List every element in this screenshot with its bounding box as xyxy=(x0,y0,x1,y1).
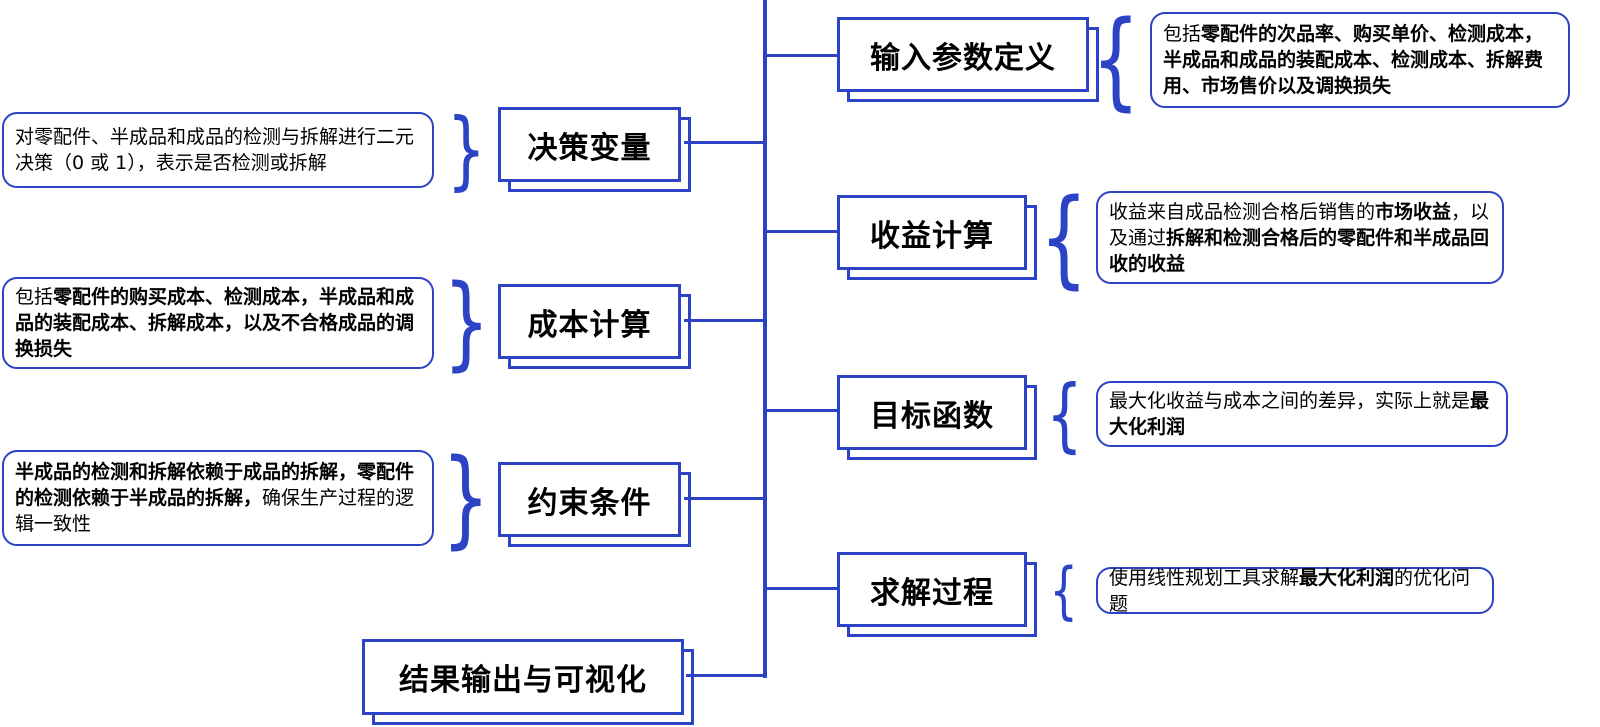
text-segment: 拆解和检测合格后的零配件和半成品回收的收益 xyxy=(1109,226,1490,275)
curly-brace-icon: } xyxy=(442,445,491,551)
text-segment: 零配件的次品率、购买单价、检测成本，半成品和成品的装配成本、检测成本、拆解费用、… xyxy=(1163,23,1544,97)
branch-connector xyxy=(684,497,764,500)
description-cost-calculation[interactable]: 包括零配件的购买成本、检测成本，半成品和成品的装配成本、拆解成本，以及不合格成品… xyxy=(2,277,434,369)
brace-glyph: { xyxy=(1039,176,1089,299)
node-objective-function: 目标函数 xyxy=(837,375,1037,460)
curly-brace-icon: { xyxy=(1040,185,1089,291)
node-revenue-calculation: 收益计算 xyxy=(837,195,1037,280)
text-segment: 最大化利润 xyxy=(1109,390,1490,438)
spine-line xyxy=(763,0,767,678)
branch-connector xyxy=(684,141,764,144)
branch-connector xyxy=(765,587,839,590)
description-objective-function[interactable]: 最大化收益与成本之间的差异，实际上就是最大化利润 xyxy=(1096,381,1508,447)
text-segment: 确保生产过程的逻辑一致性 xyxy=(15,487,415,535)
description-text: 使用线性规划工具求解最大化利润的优化问题 xyxy=(1109,565,1481,617)
node-title: 决策变量 xyxy=(527,130,652,166)
text-segment: 包括 xyxy=(15,286,54,308)
curly-brace-icon: } xyxy=(446,107,485,193)
brace-glyph: { xyxy=(1045,368,1083,461)
node-card-revenue-calculation[interactable]: 收益计算 xyxy=(837,195,1027,270)
node-title: 结果输出与可视化 xyxy=(399,663,647,698)
node-title: 约束条件 xyxy=(527,485,652,521)
node-title: 收益计算 xyxy=(870,218,994,254)
curly-brace-icon: { xyxy=(1092,7,1141,113)
text-segment: 包括 xyxy=(1163,23,1202,45)
node-card-cost-calculation[interactable]: 成本计算 xyxy=(498,284,681,359)
text-segment: 使用线性规划工具求解 xyxy=(1109,566,1300,589)
brace-glyph: } xyxy=(442,263,490,382)
branch-connector xyxy=(686,674,764,677)
branch-connector xyxy=(684,319,764,322)
brace-glyph: } xyxy=(441,436,491,559)
description-text: 收益来自成品检测合格后销售的市场收益，以及通过拆解和检测合格后的零配件和半成品回… xyxy=(1109,199,1491,277)
description-solving-process[interactable]: 使用线性规划工具求解最大化利润的优化问题 xyxy=(1096,565,1494,617)
description-revenue-calculation[interactable]: 收益来自成品检测合格后销售的市场收益，以及通过拆解和检测合格后的零配件和半成品回… xyxy=(1096,191,1504,284)
text-segment: 半成品的检测和拆解依赖于成品的拆解，零配件的检测依赖于半成品的拆解， xyxy=(15,461,415,509)
text-segment: 最大化收益与成本之间的差异，实际上就是 xyxy=(1109,390,1471,412)
description-text: 半成品的检测和拆解依赖于成品的拆解，零配件的检测依赖于半成品的拆解，确保生产过程… xyxy=(15,459,421,537)
description-text: 对零配件、半成品和成品的检测与拆解进行二元决策（0 或 1），表示是否检测或拆解 xyxy=(15,124,421,176)
brace-glyph: { xyxy=(1091,0,1141,121)
branch-connector xyxy=(765,409,839,412)
text-segment: 市场收益 xyxy=(1375,200,1452,223)
node-decision-variables: 决策变量 xyxy=(498,107,691,192)
description-text: 包括零配件的次品率、购买单价、检测成本，半成品和成品的装配成本、检测成本、拆解费… xyxy=(1163,21,1557,99)
branch-connector xyxy=(765,54,839,57)
description-decision-variables[interactable]: 对零配件、半成品和成品的检测与拆解进行二元决策（0 或 1），表示是否检测或拆解 xyxy=(2,112,434,188)
node-card-objective-function[interactable]: 目标函数 xyxy=(837,375,1027,450)
brace-glyph: } xyxy=(446,100,486,200)
description-text: 最大化收益与成本之间的差异，实际上就是最大化利润 xyxy=(1109,388,1495,440)
text-segment: 的优化问题 xyxy=(1109,566,1471,615)
description-constraint-conditions[interactable]: 半成品的检测和拆解依赖于成品的拆解，零配件的检测依赖于半成品的拆解，确保生产过程… xyxy=(2,450,434,546)
node-solving-process: 求解过程 xyxy=(837,552,1037,637)
node-card-result-output-visualization[interactable]: 结果输出与可视化 xyxy=(362,639,684,715)
description-input-parameter-definition[interactable]: 包括零配件的次品率、购买单价、检测成本，半成品和成品的装配成本、检测成本、拆解费… xyxy=(1150,12,1570,108)
curly-brace-icon: } xyxy=(443,272,490,374)
node-title: 成本计算 xyxy=(527,307,652,343)
node-input-parameter-definition: 输入参数定义 xyxy=(837,17,1099,102)
node-card-solving-process[interactable]: 求解过程 xyxy=(837,552,1027,627)
text-segment: 对零配件、半成品和成品的检测与拆解进行二元决策（0 或 1），表示是否检测或拆解 xyxy=(15,126,415,174)
text-segment: 零配件的购买成本、检测成本，半成品和成品的装配成本、拆解成本，以及不合格成品的调… xyxy=(15,286,415,360)
node-card-constraint-conditions[interactable]: 约束条件 xyxy=(498,462,681,537)
node-cost-calculation: 成本计算 xyxy=(498,284,691,369)
text-segment: 收益来自成品检测合格后销售的 xyxy=(1109,200,1376,223)
node-card-decision-variables[interactable]: 决策变量 xyxy=(498,107,681,182)
branch-connector xyxy=(765,230,839,233)
node-card-input-parameter-definition[interactable]: 输入参数定义 xyxy=(837,17,1089,92)
brace-glyph: { xyxy=(1049,554,1079,627)
node-title: 目标函数 xyxy=(870,398,994,434)
node-constraint-conditions: 约束条件 xyxy=(498,462,691,547)
curly-brace-icon: { xyxy=(1046,375,1083,455)
description-text: 包括零配件的购买成本、检测成本，半成品和成品的装配成本、拆解成本，以及不合格成品… xyxy=(15,284,421,362)
node-title: 求解过程 xyxy=(870,575,994,611)
node-result-output-visualization: 结果输出与可视化 xyxy=(362,639,694,725)
text-segment: 最大化利润 xyxy=(1299,566,1395,589)
text-segment: ，以及通过 xyxy=(1109,200,1490,249)
node-title: 输入参数定义 xyxy=(870,40,1056,76)
curly-brace-icon: { xyxy=(1046,560,1082,622)
